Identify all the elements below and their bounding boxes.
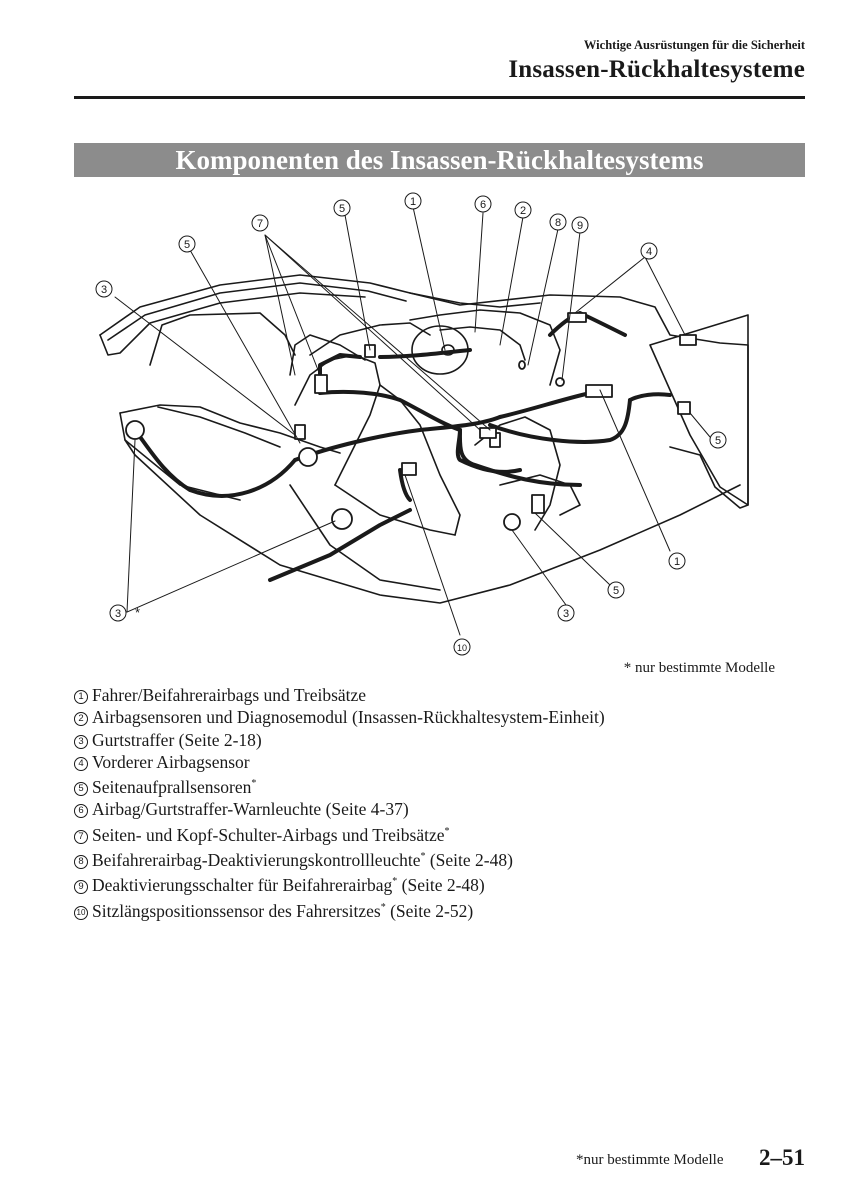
legend-text: Vorderer Airbagsensor [92,751,250,772]
components [125,312,697,531]
callout-3b: 3 [557,604,575,622]
legend-text: Beifahrerairbag-Deaktivierungskontrollle… [92,850,421,871]
legend-suffix: (Seite 2-48) [397,875,485,896]
wiring-harness [133,311,672,582]
svg-text:3: 3 [563,608,569,620]
restraint-system-diagram: 1 6 2 8 9 5 7 5 4 3 5 1 5 3 3 * 10 [95,192,749,656]
legend-number: 4 [74,756,88,771]
legend-item: 7 Seiten- und Kopf-Schulter-Airbags und T… [72,821,605,846]
legend-item: 10 Sitzlängspositionssensor des Fahrersit… [72,897,605,922]
header-rule [74,96,805,99]
legend-number: 7 [74,829,88,844]
svg-text:5: 5 [715,435,721,447]
legend-item: 2 Airbagsensoren und Diagnosemodul (Insas… [72,706,605,728]
svg-text:6: 6 [480,199,486,211]
legend-text: Airbag/Gurtstraffer-Warnleuchte (Seite 4… [92,799,409,820]
page-title-banner: Komponenten des Insassen-Rückhaltesystem… [74,143,805,177]
svg-text:4: 4 [646,246,652,258]
car-body-outline [99,274,749,604]
footer-note: *nur bestimmte Modelle [576,1152,724,1168]
legend-text: Seitenaufprallsensoren [92,777,252,798]
svg-text:1: 1 [410,196,416,208]
legend-number: 5 [74,782,88,797]
legend-star: * [420,851,426,863]
svg-text:1: 1 [674,556,680,568]
footnote-models: * nur bestimmte Modelle [623,660,775,676]
svg-text:2: 2 [520,205,526,217]
legend-item: 5 Seitenaufprallsensoren* [72,773,605,798]
leader-lines [114,206,711,636]
legend-item: 9 Deaktivierungsschalter für Beifahrerair… [72,871,605,896]
section-subtitle: Wichtige Ausrüstungen für die Sicherheit [583,38,805,52]
legend-text: Deaktivierungsschalter für Beifahrerairb… [92,875,393,896]
legend-star: * [392,876,398,888]
svg-text:5: 5 [339,203,345,215]
legend-text: Sitzlängspositionssensor des Fahrersitze… [92,900,381,921]
callout-6: 6 [474,195,492,213]
callout-4: 4 [640,242,658,260]
callout-8: 8 [549,213,567,231]
callout-5a: 5 [333,199,351,217]
svg-text:9: 9 [577,220,583,232]
legend-number: 6 [74,804,88,819]
callout-3c: 3 [109,604,127,622]
legend-number: 3 [74,734,88,749]
page-number: 2–51 [759,1145,805,1170]
legend-text: Seiten- und Kopf-Schulter-Airbags und Tr… [92,824,445,845]
callout-10: 10 [453,638,471,656]
svg-text:3: 3 [101,284,107,296]
legend-item: 3 Gurtstraffer (Seite 2-18) [72,729,605,751]
callout-5b: 5 [178,235,196,253]
legend-suffix: (Seite 2-52) [385,900,474,921]
svg-text:3: 3 [115,608,121,620]
legend-number: 8 [74,855,88,870]
callout-7: 7 [251,214,269,232]
legend-text: Airbagsensoren und Diagnosemodul (Insass… [92,707,605,728]
callout-9: 9 [571,216,589,234]
svg-text:10: 10 [457,643,467,653]
legend-number: 1 [74,690,88,704]
callout-3a: 3 [95,280,113,298]
legend-suffix: (Seite 2-48) [425,850,513,871]
legend-text: Fahrer/Beifahrerairbags und Treibsätze [92,685,367,705]
callout-5d: 5 [607,581,625,599]
svg-text:7: 7 [257,218,263,230]
legend-item: 1 Fahrer/Beifahrerairbags und Treibsätze [72,684,605,706]
svg-text:5: 5 [613,585,619,597]
legend-star: * [251,778,257,790]
callout-5c: 5 [709,431,727,449]
legend-number: 9 [74,880,88,895]
legend-star: * [380,901,386,913]
svg-text:5: 5 [184,239,190,251]
callout-badges: 1 6 2 8 9 5 7 5 4 3 5 1 5 3 3 * 10 [95,192,727,656]
callout-2: 2 [514,201,532,219]
callout-1b: 1 [668,552,686,570]
legend-item: 6 Airbag/Gurtstraffer-Warnleuchte (Seite … [72,798,605,820]
section-title: Insassen-Rückhaltesysteme [508,56,805,83]
legend-text: Gurtstraffer (Seite 2-18) [92,729,262,750]
legend-item: 4 Vorderer Airbagsensor [72,751,605,773]
legend-number: 2 [74,712,88,727]
svg-text:8: 8 [555,217,561,229]
legend-star: * [444,825,450,837]
callout-3-asterisk: * [135,605,140,620]
legend-number: 10 [74,905,88,920]
legend-item: 8 Beifahrerairbag-Deaktivierungskontrolll… [72,846,605,871]
callout-1a: 1 [404,192,422,210]
